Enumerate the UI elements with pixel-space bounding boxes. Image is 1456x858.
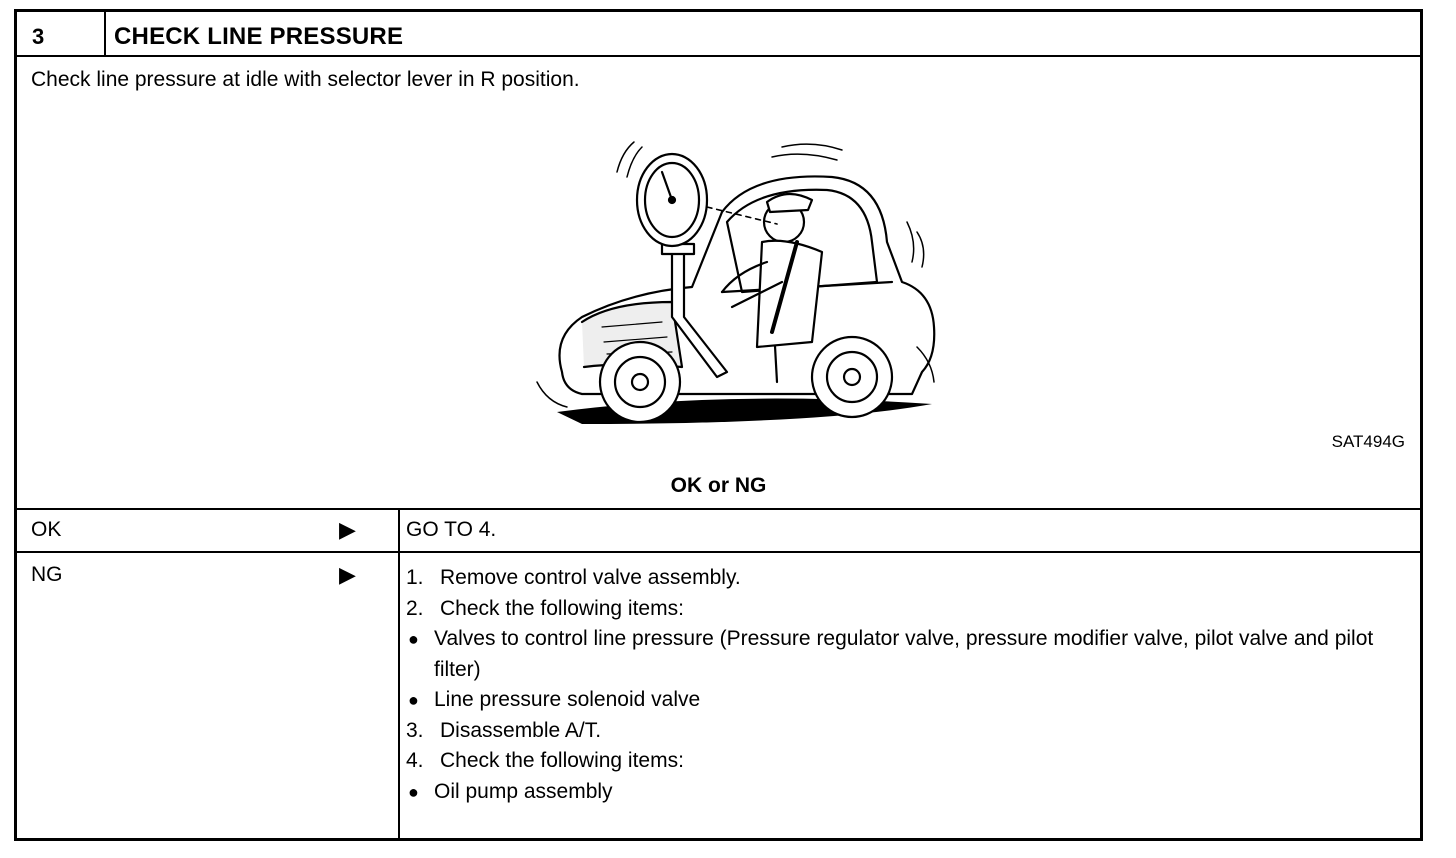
bullet-icon: ● <box>408 629 419 649</box>
list-text: Check the following items: <box>440 596 684 620</box>
list-text: Valves to control line pressure (Pressur… <box>434 627 1374 681</box>
ok-ng-divider <box>17 551 1420 553</box>
step-number: 3 <box>32 24 45 49</box>
result-prompt: OK or NG <box>670 474 767 497</box>
ng-arrow-icon: ▶ <box>339 562 356 587</box>
car-with-pressure-gauge-illustration <box>536 141 936 424</box>
list-number: 2. <box>406 596 424 620</box>
header-divider <box>17 55 1420 57</box>
list-text: Oil pump assembly <box>434 779 613 803</box>
list-number: 4. <box>406 749 424 772</box>
list-item: ● Valves to control line pressure (Pressu… <box>406 624 1424 685</box>
list-item: 2. Check the following items: <box>406 594 1424 625</box>
list-number: 1. <box>406 566 424 589</box>
list-number: 3. <box>406 718 424 742</box>
list-item: 1. Remove control valve assembly. <box>406 563 1424 594</box>
results-column-divider <box>398 508 400 838</box>
list-text: Remove control valve assembly. <box>440 566 741 589</box>
header-column-divider <box>104 12 106 55</box>
ng-action-list: 1. Remove control valve assembly. 2. Check… <box>406 563 1424 807</box>
list-item: 3. Disassemble A/T. <box>406 716 1424 747</box>
list-item: 4. Check the following items: <box>406 746 1424 777</box>
figure-code: SAT494G <box>1331 432 1405 451</box>
bullet-icon: ● <box>408 690 419 710</box>
diagnostic-step-table: 3 CHECK LINE PRESSURE Check line pressur… <box>14 9 1423 841</box>
list-text: Check the following items: <box>440 749 684 772</box>
ok-label: OK <box>31 518 62 541</box>
ok-arrow-icon: ▶ <box>339 517 356 542</box>
step-instruction: Check line pressure at idle with selecto… <box>31 68 580 91</box>
bullet-icon: ● <box>408 781 419 802</box>
list-item: ● Line pressure solenoid valve <box>406 685 1424 716</box>
list-text: Line pressure solenoid valve <box>434 688 701 711</box>
ok-action: GO TO 4. <box>406 518 497 541</box>
ng-label: NG <box>31 563 63 586</box>
list-item: ● Oil pump assembly <box>406 777 1424 808</box>
list-text: Disassemble A/T. <box>440 718 602 742</box>
step-title: CHECK LINE PRESSURE <box>114 23 404 50</box>
results-divider <box>17 508 1420 510</box>
